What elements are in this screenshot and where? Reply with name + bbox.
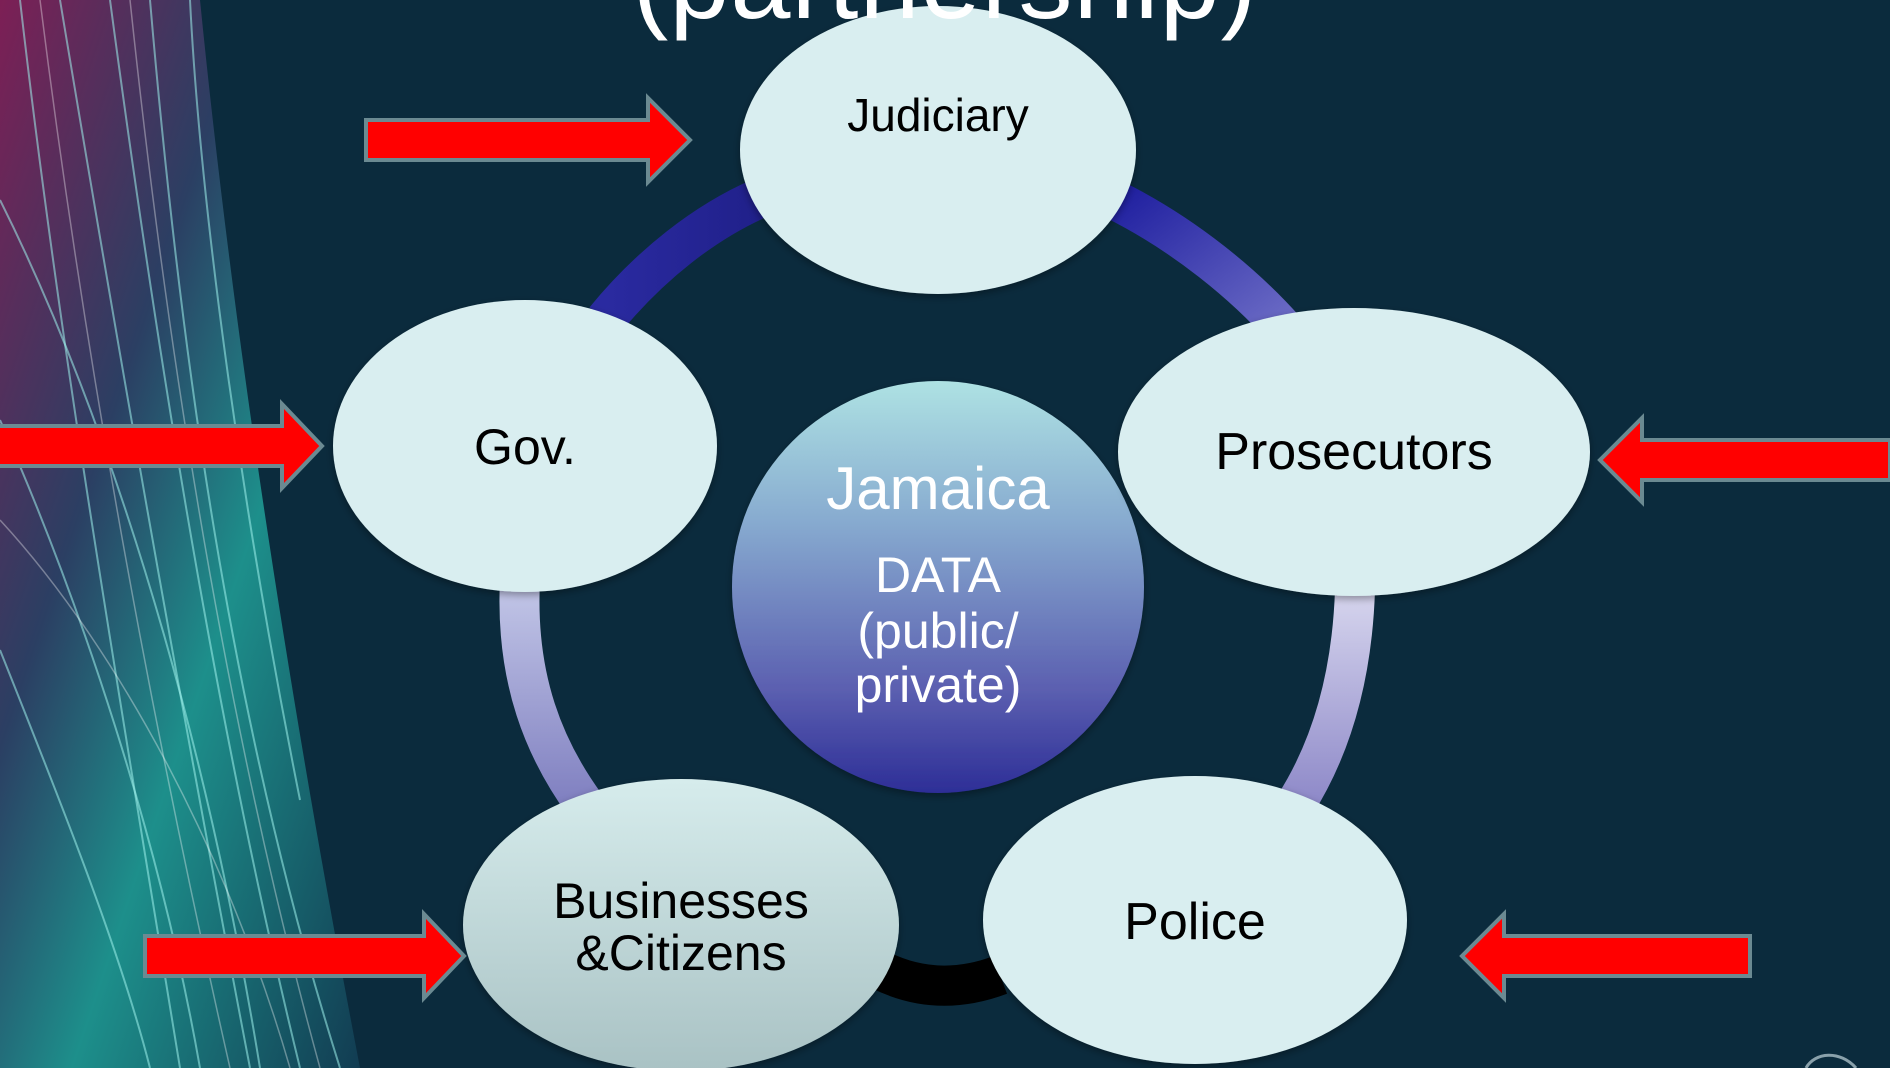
center-subtitle-line-3: private) [854, 657, 1022, 713]
ring-segment-gov-judiciary [589, 179, 769, 333]
node-label-police: Police [1124, 893, 1266, 951]
node-judiciary [740, 6, 1136, 294]
node-label-businesses: Businesses [553, 873, 809, 929]
node-label-judiciary: Judiciary [847, 89, 1029, 141]
center-circle [732, 381, 1144, 793]
center-subtitle-line-2: (public/ [857, 603, 1019, 659]
slide-title: (partnership) [0, 0, 1890, 41]
corner-icon [1804, 1053, 1858, 1068]
ring-segment-businesses-gov [499, 579, 602, 817]
node-prosecutors [1118, 308, 1590, 596]
arrow-to-gov [0, 399, 325, 493]
node-police [983, 776, 1407, 1064]
arrow-to-police [1459, 909, 1752, 1003]
node-gov [333, 300, 717, 592]
arrow-to-prosecutors [1597, 413, 1890, 507]
node-label-prosecutors: Prosecutors [1215, 423, 1493, 481]
ring-segment-prosecutors-police [1278, 589, 1375, 816]
center-title: Jamaica [826, 455, 1050, 522]
ring-segment-police-businesses [871, 951, 1008, 1006]
node-label-gov: Gov. [474, 419, 576, 475]
node-label-citizens: &Citizens [575, 925, 787, 981]
arrows [0, 93, 1890, 1003]
node-businesses-citizens [463, 779, 899, 1068]
ring-segment-judiciary-prosecutors [1105, 182, 1300, 344]
arrow-to-judiciary [364, 93, 693, 187]
ring-connectors [499, 179, 1375, 1006]
left-decoration [0, 0, 360, 1068]
arrow-to-businesses [143, 909, 467, 1003]
center-subtitle-line-1: DATA [875, 547, 1001, 603]
